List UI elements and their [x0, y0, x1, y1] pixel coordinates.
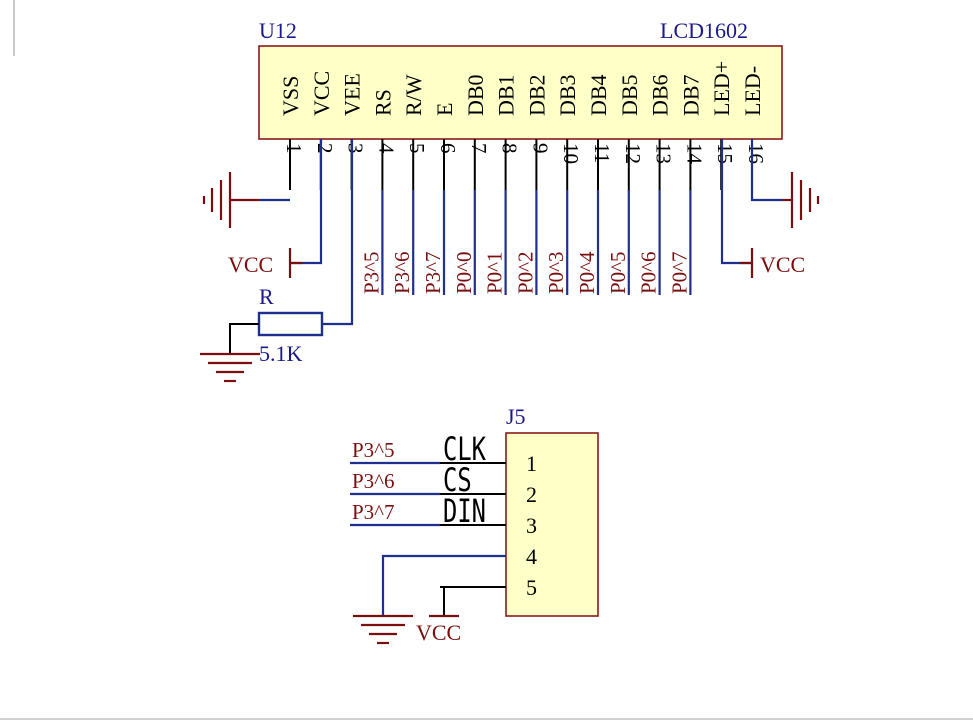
net-label: P0^4	[575, 251, 599, 294]
connector-pin-number: 3	[526, 513, 537, 538]
connector-pin-number: 1	[526, 451, 537, 476]
net-label: P0^6	[637, 251, 661, 294]
lcd-pin-number: 5	[405, 143, 429, 154]
lcd-pin-number: 13	[652, 143, 676, 164]
lcd-ground-left	[202, 172, 290, 228]
connector-net-label: P3^5	[352, 438, 395, 462]
connector-designator: J5	[506, 404, 526, 429]
lcd-pin-name: VCC	[309, 71, 334, 116]
net-label: P0^3	[544, 251, 568, 294]
lcd-pin-number: 14	[682, 143, 706, 165]
lcd-pin-name: VSS	[278, 76, 303, 116]
lcd-pin-number: 3	[344, 143, 368, 154]
lcd-pin-number: 10	[559, 143, 583, 164]
net-label: P0^5	[606, 251, 630, 294]
connector-pin-group: 1 2 3 4 5	[526, 451, 537, 600]
net-label: P3^7	[421, 251, 445, 294]
net-label: P3^6	[390, 251, 414, 294]
lcd-pin-name: R/W	[401, 74, 426, 116]
connector-j5[interactable]: J5 1 2 3 4 5	[505, 404, 599, 617]
lcd-pin-number: 1	[282, 143, 306, 154]
connector-signal-name: CLK	[443, 430, 486, 468]
lcd-pin-name: DB4	[586, 74, 611, 116]
contrast-resistor-network: R 5.1K	[200, 139, 354, 383]
connector-body[interactable]	[505, 432, 599, 617]
connector-net-label: P3^6	[352, 469, 395, 493]
resistor-designator: R	[259, 284, 274, 309]
connector-pin-number: 4	[526, 544, 537, 569]
lcd-pin-number: 12	[621, 143, 645, 164]
lcd-pin-name: DB7	[678, 74, 703, 116]
net-label: P0^2	[513, 251, 537, 294]
lcd-pin-name: DB3	[555, 74, 580, 116]
lcd-pin-name: RS	[370, 89, 395, 116]
connector-signal-name: CS	[443, 461, 472, 499]
connector-pin-number: 2	[526, 482, 537, 507]
resistor-value: 5.1K	[259, 341, 303, 366]
vcc-label-bottom: VCC	[416, 620, 461, 645]
lcd-part-name: LCD1602	[660, 18, 748, 43]
lcd-vcc-right: VCC	[720, 139, 805, 278]
lcd-pin-name: LED-	[740, 66, 765, 116]
lcd-pin-number: 6	[436, 143, 460, 154]
connector-signal-group: P3^5 CLK P3^6 CS P3^7 DIN	[350, 430, 506, 588]
lcd-pin-name: DB5	[617, 74, 642, 116]
vcc-label-right: VCC	[760, 252, 805, 277]
lcd-pin-name: DB2	[524, 74, 549, 116]
vcc-label-left: VCC	[228, 252, 273, 277]
lcd-designator: U12	[259, 18, 297, 43]
connector-signal-name: DIN	[443, 492, 486, 530]
resistor-body[interactable]	[257, 311, 324, 337]
lcd-pin-number: 16	[744, 143, 768, 164]
lcd-pin-name: VEE	[340, 73, 365, 116]
lcd-pin-name: E	[432, 103, 457, 116]
lcd-ground-right	[750, 139, 820, 228]
lcd-pin-number: 8	[498, 143, 522, 154]
lcd-pin-name: DB6	[648, 74, 673, 116]
lcd-vcc-left: VCC	[228, 139, 323, 278]
lcd-pin-number: 11	[590, 143, 614, 163]
lcd-pin-number: 15	[713, 143, 737, 164]
lcd-pin-name: LED+	[709, 61, 734, 116]
lcd-pin-name: DB0	[463, 74, 488, 116]
lcd-pin-number: 7	[467, 143, 491, 154]
lcd-pin-number: 9	[528, 143, 552, 154]
lcd-pin-number: 2	[313, 143, 337, 154]
net-label: P0^7	[667, 251, 691, 294]
net-label: P0^0	[452, 251, 476, 294]
connector-pin-number: 5	[526, 575, 537, 600]
lcd-body[interactable]	[258, 45, 783, 140]
lcd-pin-number: 4	[374, 143, 398, 154]
net-label: P0^1	[483, 251, 507, 294]
connector-vcc: VCC	[416, 586, 506, 645]
connector-net-label: P3^7	[352, 500, 395, 524]
lcd-component[interactable]: U12 LCD1602 VSS 1 VCC 2 VEE 3 RS 4 R/W 5 E 6 DB0 7 DB1…	[258, 18, 783, 295]
connector-ground	[353, 554, 506, 645]
lcd-pin-group: VSS 1 VCC 2 VEE 3 RS 4 R/W 5 E 6 DB0 7 DB1 8 DB2 9 DB3 10 DB…	[278, 61, 768, 295]
net-label: P3^5	[359, 251, 383, 294]
lcd-pin-name: DB1	[494, 74, 519, 116]
